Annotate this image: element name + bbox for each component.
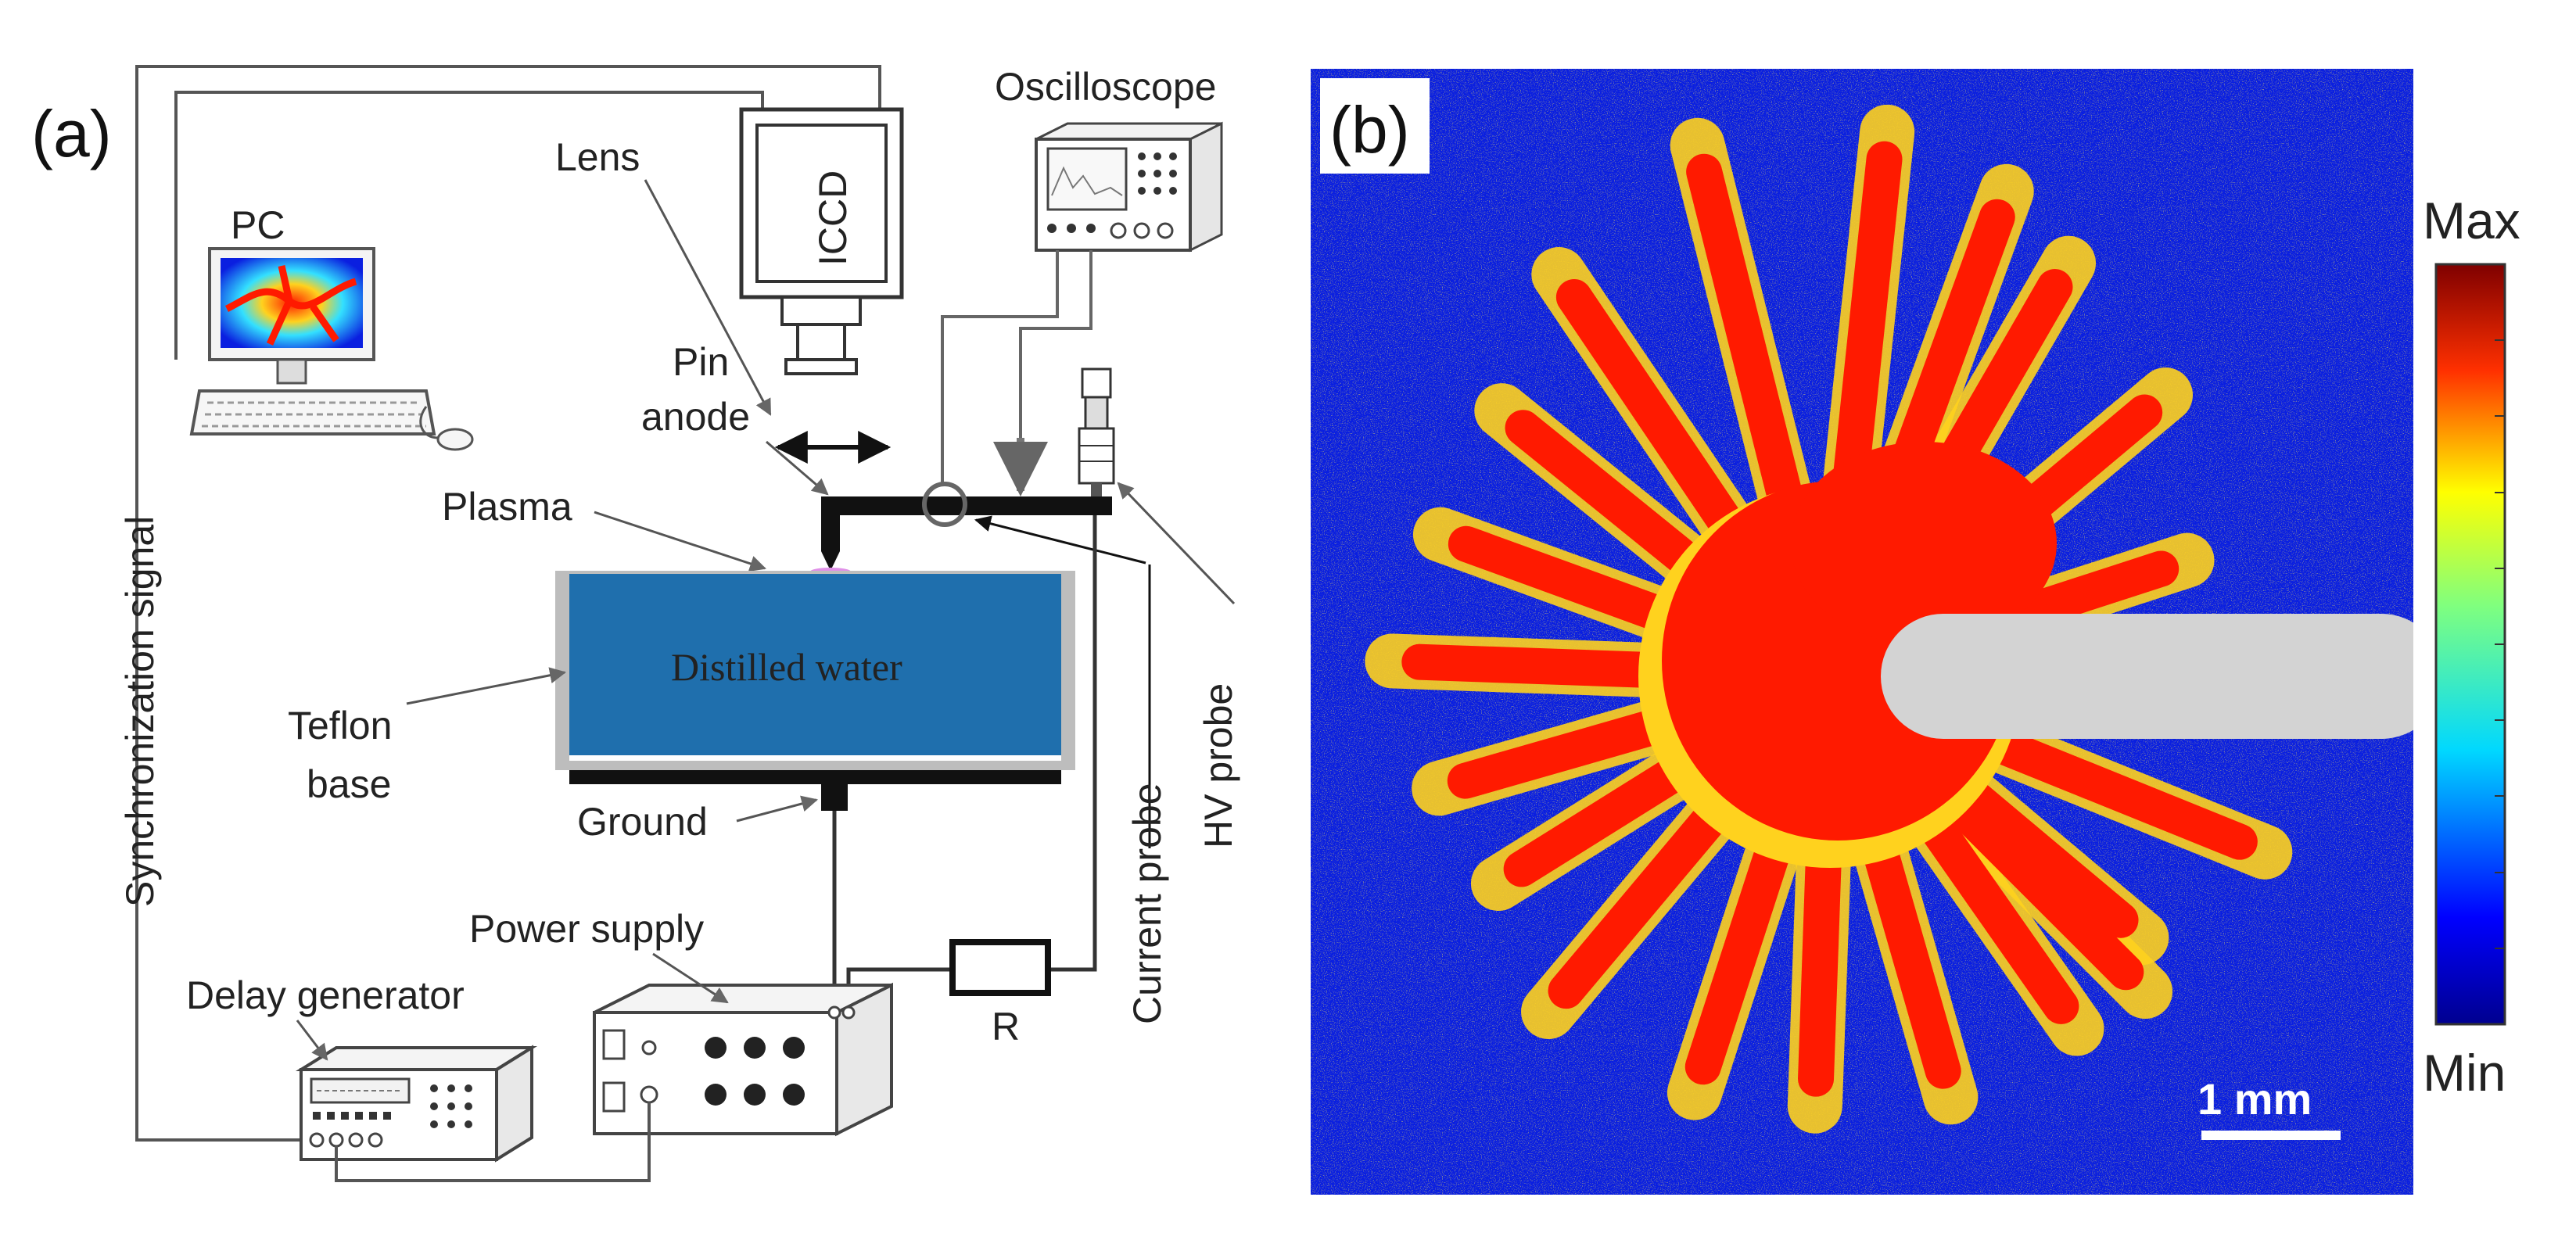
hv-probe-pointer [1117,482,1236,605]
current-probe-label: Current probe [1125,783,1169,1025]
lens-pointer [644,179,772,416]
ground-label: Ground [577,800,708,844]
pc-keyboard [189,389,436,435]
pc-stand [276,358,307,385]
iccd-lens-barrel [796,323,846,365]
teflon-pointer [406,667,567,705]
iccd-lens-mount [780,296,862,326]
pc-keys [202,401,426,428]
iccd-inner-frame [755,124,888,283]
current-probe-pointer [974,515,1146,565]
pc-mouse [436,428,474,451]
colorbar-min-label: Min [2423,1044,2506,1102]
teflon-label-line1: Teflon [288,704,392,747]
panel-a-label: (a) [31,97,112,170]
lens-label: Lens [555,135,640,179]
reactor-cell [555,571,1075,811]
power-supply-pointer [652,952,729,1004]
pin-anode-pointer [766,440,829,496]
panel-a-schematic: (a) Synchronization signal PC ICCD [31,65,1240,1182]
power-supply [593,982,893,1137]
distilled-water [569,574,1061,755]
panel-b-iccd-image: (b) 1 mm Max Min [1311,69,2520,1195]
delay-generator [296,1045,537,1163]
distilled-water-label: Distilled water [671,645,902,689]
electrode-tip [1881,614,2413,739]
ground-pointer [736,795,819,823]
colorbar [2434,263,2506,1026]
pin-anode-stem [821,496,840,551]
oscilloscope-waveform [1051,166,1123,196]
resistor [949,939,1051,996]
scale-bar-label: 1 mm [2197,1074,2312,1124]
pin-anode-tip [821,551,840,571]
oscilloscope-ports [1110,222,1174,239]
hv-probe-device [1078,367,1115,499]
teflon-label-line2: base [307,762,391,806]
pc-label: PC [231,203,285,247]
resistor-label: R [992,1005,1020,1048]
ground-electrode [569,770,1061,784]
pin-anode-label-line2: anode [641,395,750,439]
hv-probe-label: HV probe [1197,683,1240,848]
plasma-pointer [594,511,766,572]
iccd-image [1311,69,2413,1195]
oscilloscope-side [1189,121,1223,253]
ground-terminal [821,784,848,811]
oscilloscope-knobs [1047,152,1177,233]
delay-generator-top [296,1046,537,1071]
power-supply-knobs [705,1037,805,1106]
iccd-lens-ring [784,358,858,375]
water-gap [569,755,1061,761]
iccd-body [739,107,904,299]
delay-generator-label: Delay generator [186,973,465,1017]
delay-generator-pointer [296,1020,328,1061]
pc-screen-streamer [224,265,357,346]
delay-generator-side [495,1045,533,1163]
plasma-label: Plasma [442,485,572,529]
oscilloscope-screen [1046,147,1128,211]
panel-b-label: (b) [1329,93,1410,167]
pc-mouse-cable [419,406,439,439]
oscilloscope [1035,121,1223,253]
colorbar-ticks [2495,339,2505,949]
panel-b-label-box [1320,78,1430,174]
power-supply-front [593,1011,838,1135]
probe-cables [941,250,1092,483]
iccd-camera [739,107,904,375]
discharge-core-upper [1791,442,2057,645]
colorbar-max-label: Max [2423,192,2520,249]
iccd-label: ICCD [811,170,855,266]
pc-computer [189,247,474,451]
pin-anode-label-line1: Pin [673,340,729,384]
delay-generator-buttons [313,1084,472,1128]
oscilloscope-label: Oscilloscope [995,65,1216,109]
trigger-wire [335,1102,651,1182]
current-probe-ring [922,482,967,527]
power-supply-label: Power supply [469,907,704,951]
sync-signal-label: Synchronization signal [118,516,162,907]
sync-wiring [135,65,881,1142]
